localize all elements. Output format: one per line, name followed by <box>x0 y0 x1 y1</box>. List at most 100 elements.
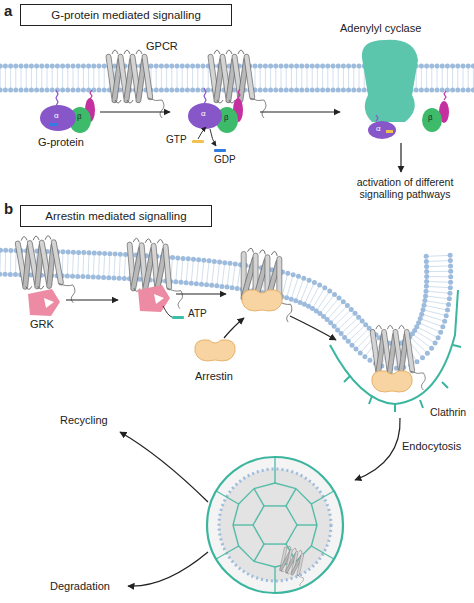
subunit-letter: α <box>201 110 206 118</box>
lipid-head <box>263 88 268 93</box>
lipid-head <box>337 296 342 301</box>
lipid-tail <box>5 252 7 272</box>
lipid-head <box>154 64 159 69</box>
lipid-head <box>196 257 201 262</box>
process-arrow <box>224 318 244 338</box>
lipid-head <box>80 274 85 279</box>
lipid-head <box>310 64 315 69</box>
lipid-head <box>349 343 354 348</box>
clathrin-vesicle <box>275 483 296 489</box>
lipid-head <box>455 88 460 93</box>
process-label: Recycling <box>60 414 108 427</box>
g-protein <box>40 90 95 133</box>
lipid-head <box>228 261 233 266</box>
lipid-head <box>159 64 164 69</box>
lipid-head <box>301 276 306 281</box>
lipid-head <box>122 276 127 281</box>
g-protein <box>50 123 58 126</box>
lipid-tail <box>348 68 349 88</box>
g-protein <box>204 88 206 104</box>
lipid-head <box>159 88 164 93</box>
clathrin-vesicle <box>297 524 317 525</box>
lipid-head <box>169 64 174 69</box>
lipid-head <box>367 358 372 363</box>
lipid-tail <box>10 252 12 272</box>
protein-label: Adenylyl cyclase <box>340 22 421 35</box>
lipid-head <box>65 64 70 69</box>
lipid-head <box>212 259 217 264</box>
lipid-tail <box>36 68 37 88</box>
gpcr-receptor <box>376 325 405 375</box>
lipid-head <box>0 64 3 69</box>
lipid-head <box>8 64 13 69</box>
lipid-tail <box>41 68 42 88</box>
lipid-head <box>75 274 80 279</box>
lipid-head <box>419 64 424 69</box>
lipid-head <box>55 64 60 69</box>
lipid-head <box>101 275 106 280</box>
lipid-tail <box>296 280 303 299</box>
lipid-head <box>298 300 303 305</box>
clathrin-vesicle <box>311 525 317 546</box>
lipid-head <box>336 64 341 69</box>
lipid-tail <box>237 267 240 287</box>
lipid-tail <box>447 68 448 88</box>
lipid-head <box>357 88 362 93</box>
subunit-letter: α <box>54 112 59 120</box>
lipid-head <box>448 285 453 290</box>
clathrin-vesicle <box>286 525 297 544</box>
lipid-head <box>356 315 361 320</box>
lipid-tail <box>309 287 318 305</box>
lipid-head <box>29 64 34 69</box>
lipid-tail <box>336 311 350 325</box>
lipid-head <box>13 64 18 69</box>
lipid-head <box>50 64 55 69</box>
lipid-tail <box>317 293 328 310</box>
lipid-tail <box>88 255 90 275</box>
clathrin-vesicle <box>254 489 264 506</box>
clathrin-vesicle <box>274 567 275 593</box>
clathrin-coat <box>344 345 461 412</box>
lipid-head <box>325 88 330 93</box>
lipid-tail <box>192 68 193 88</box>
lipid-head <box>424 64 429 69</box>
grk-kinase <box>28 289 60 316</box>
lipid-tail <box>227 265 229 285</box>
clathrin-vesicle <box>264 505 286 506</box>
lipid-tail <box>67 68 68 88</box>
gpcr-receptor <box>15 50 426 390</box>
lipid-tail <box>203 68 204 88</box>
g-protein <box>188 88 243 133</box>
lipid-head <box>201 258 206 263</box>
g-protein <box>40 105 76 131</box>
clathrin-vesicle <box>239 489 254 504</box>
lipid-head <box>440 324 445 329</box>
lipid-head <box>424 264 429 269</box>
lipid-tail <box>222 265 224 285</box>
lipid-tail <box>343 319 358 333</box>
clathrin-vesicle <box>254 483 275 489</box>
lipid-tail <box>427 301 447 304</box>
lipid-head <box>91 64 96 69</box>
g-protein <box>56 90 58 106</box>
lipid-tail <box>72 254 74 274</box>
panel-title-box: Arrestin mediated signalling <box>20 205 212 227</box>
lipid-tail <box>98 255 100 275</box>
lipid-head <box>87 250 92 255</box>
clathrin-coat <box>330 290 461 412</box>
lipid-tail <box>0 252 1 272</box>
lipid-head <box>164 64 169 69</box>
lipid-head <box>440 64 445 69</box>
lipid-tail <box>428 286 448 287</box>
lipid-head <box>422 298 427 303</box>
gdp-molecule <box>210 129 216 146</box>
lipid-tail <box>93 68 94 88</box>
process-label: Endocytosis <box>402 440 461 453</box>
lipid-head <box>71 88 76 93</box>
lipid-head <box>222 260 227 265</box>
lipid-tail <box>57 68 58 88</box>
lipid-head <box>96 275 101 280</box>
process-arrow <box>120 432 208 502</box>
clathrin-vesicle <box>286 506 297 525</box>
